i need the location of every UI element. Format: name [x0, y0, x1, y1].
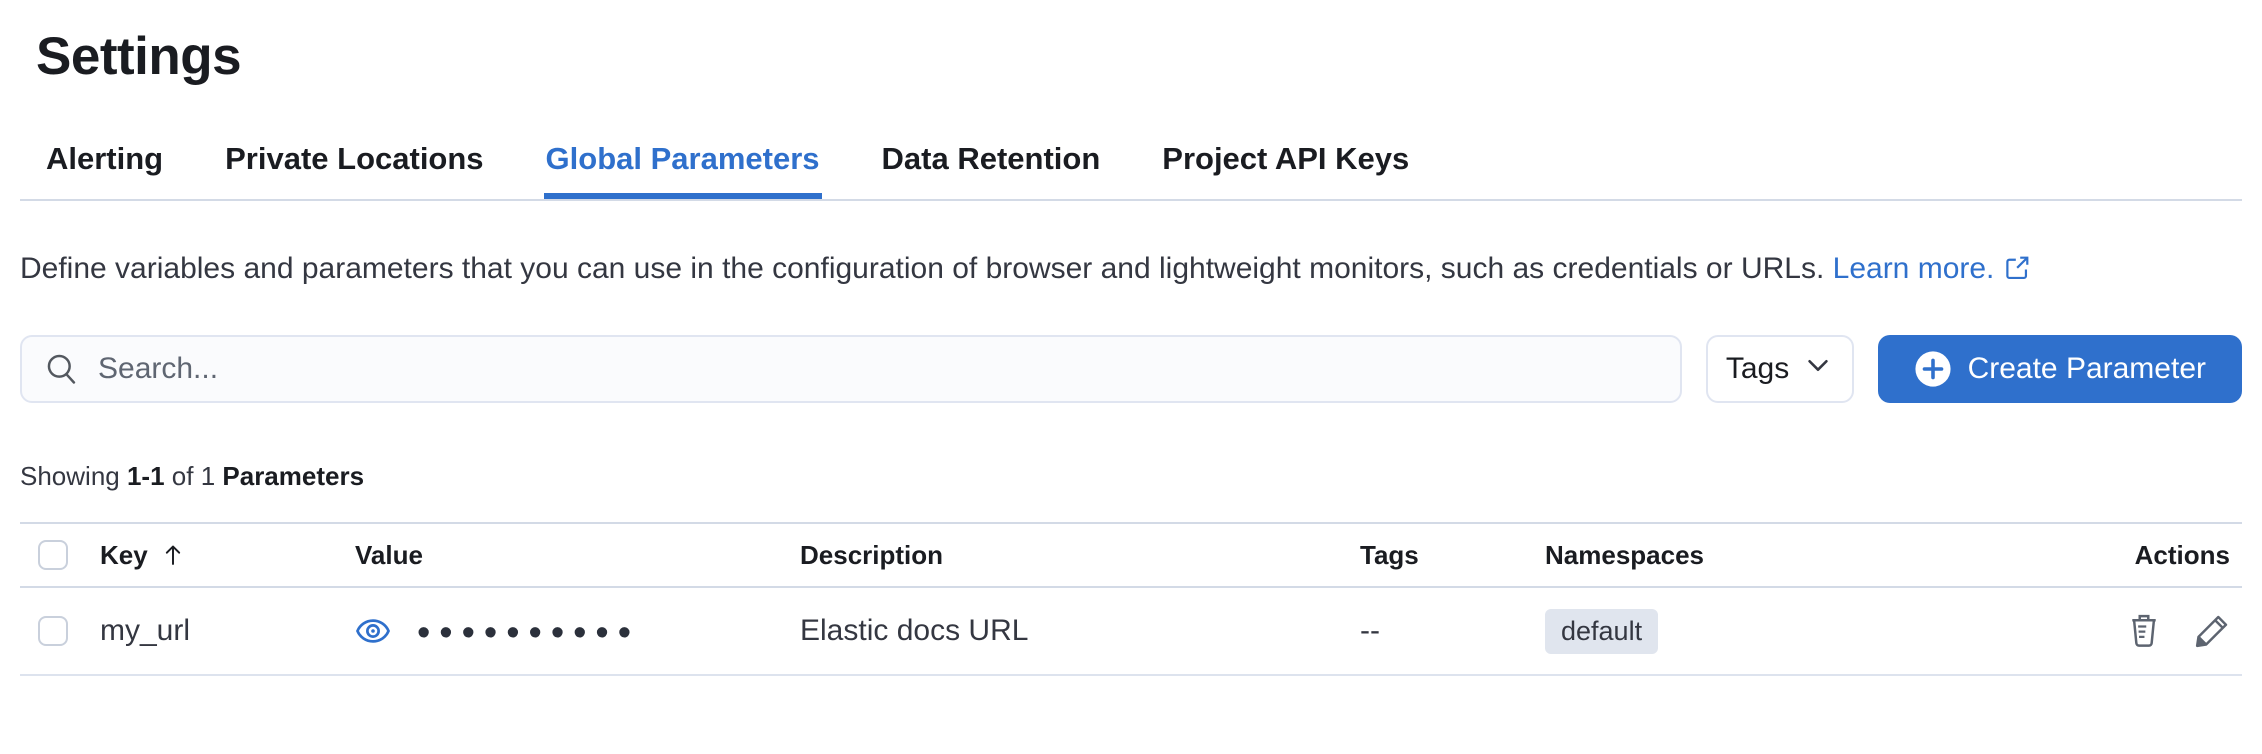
tab-data-retention[interactable]: Data Retention — [881, 141, 1101, 176]
select-all-checkbox[interactable] — [38, 540, 68, 570]
row-description-cell: Elastic docs URL — [800, 614, 1360, 648]
external-link-icon — [2004, 248, 2031, 295]
results-summary: Showing 1-1 of 1 Parameters — [20, 461, 365, 491]
parameter-description: Elastic docs URL — [800, 614, 1029, 647]
row-tags-cell: -- — [1360, 614, 1545, 648]
column-header-namespaces: Namespaces — [1545, 539, 1704, 570]
parameters-table: Key Value Description Tags Namespaces Ac… — [20, 522, 2242, 676]
row-namespaces-cell: default — [1545, 608, 2080, 654]
tab-private-locations[interactable]: Private Locations — [225, 141, 484, 176]
namespace-badge: default — [1545, 608, 1659, 654]
row-actions-cell — [2080, 613, 2230, 649]
tab-alerting[interactable]: Alerting — [46, 141, 164, 176]
column-header-value: Value — [355, 539, 423, 570]
chevron-down-icon — [1803, 350, 1833, 388]
header-checkbox-cell — [38, 540, 100, 570]
search-icon — [44, 351, 80, 392]
settings-tabbar: Alerting Private Locations Global Parame… — [20, 141, 2242, 201]
sort-ascending-icon — [160, 542, 186, 568]
table-row: my_url •••••••••• Elastic docs URL -- — [20, 588, 2242, 676]
learn-more-link[interactable]: Learn more. — [1833, 252, 2032, 285]
row-value-cell: •••••••••• — [355, 610, 800, 652]
settings-page: Settings Alerting Private Locations Glob… — [0, 26, 2262, 676]
trash-icon[interactable] — [2126, 613, 2162, 649]
parameter-key: my_url — [100, 614, 191, 647]
masked-parameter-value: •••••••••• — [417, 612, 641, 654]
page-description: Define variables and parameters that you… — [20, 245, 2235, 295]
create-parameter-label: Create Parameter — [1967, 352, 2206, 385]
column-header-tags: Tags — [1360, 539, 1419, 570]
results-entity: Parameters — [222, 461, 365, 491]
table-header-row: Key Value Description Tags Namespaces Ac… — [20, 524, 2242, 588]
tags-filter-button[interactable]: Tags — [1705, 335, 1854, 403]
column-header-description: Description — [800, 539, 944, 570]
parameters-toolbar: Tags Create Parameter — [20, 335, 2242, 403]
plus-in-circle-icon — [1914, 350, 1952, 388]
search-container — [20, 335, 1682, 403]
description-text: Define variables and parameters that you… — [20, 252, 1825, 285]
row-checkbox[interactable] — [38, 616, 68, 646]
results-range: 1-1 — [126, 461, 165, 491]
column-header-key[interactable]: Key — [100, 540, 355, 571]
tab-global-parameters[interactable]: Global Parameters — [544, 141, 822, 199]
pencil-icon[interactable] — [2194, 613, 2230, 649]
page-title: Settings — [36, 27, 242, 86]
row-checkbox-cell — [38, 616, 100, 646]
parameter-tags: -- — [1360, 614, 1380, 647]
tab-project-api-keys[interactable]: Project API Keys — [1162, 141, 1410, 176]
tags-filter-label: Tags — [1725, 352, 1790, 385]
search-input[interactable] — [20, 335, 1682, 403]
column-header-actions: Actions — [2134, 539, 2230, 570]
eye-icon[interactable] — [355, 613, 391, 649]
create-parameter-button[interactable]: Create Parameter — [1877, 335, 2242, 403]
row-key-cell: my_url — [100, 614, 355, 648]
